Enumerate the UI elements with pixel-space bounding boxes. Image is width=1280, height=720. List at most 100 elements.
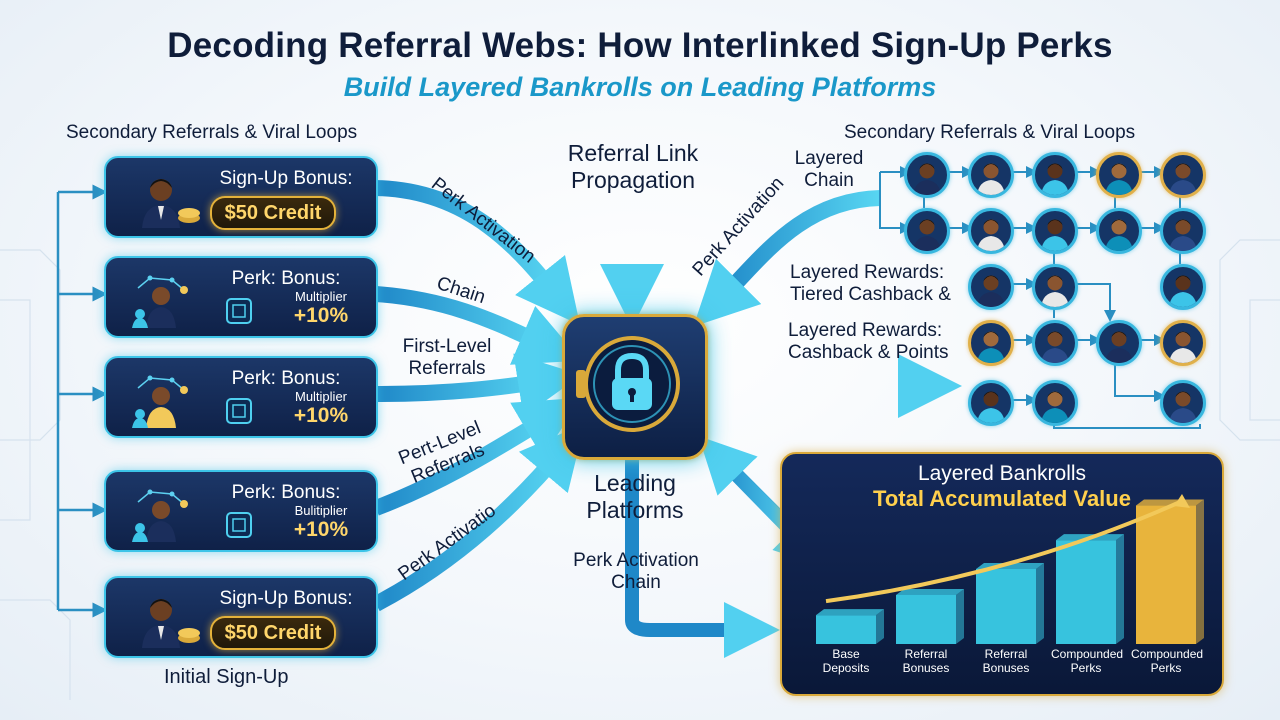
bar-side — [876, 609, 884, 644]
network-person-node — [1160, 380, 1206, 426]
multiplier-value: +10% — [293, 518, 349, 541]
connected-person-icon — [132, 375, 188, 428]
person-icon — [913, 219, 941, 251]
card-title: Perk: Bonus: — [231, 268, 341, 289]
person-icon — [1105, 331, 1133, 363]
layered-rewards-tiered-label: Layered Rewards: Tiered Cashback & — [790, 262, 951, 305]
secondary-referrals-left-label: Secondary Referrals & Viral Loops — [66, 122, 358, 143]
trend-line — [825, 500, 1181, 604]
chip-icon — [226, 512, 252, 538]
left-loop-connector — [56, 184, 108, 618]
person-icon — [977, 219, 1005, 251]
network-person-node — [904, 208, 950, 254]
network-connectors — [879, 166, 1201, 429]
network-person-node — [968, 320, 1014, 366]
page-subtitle: Build Layered Bankrolls on Leading Platf… — [343, 72, 937, 102]
trend-arrowhead — [1174, 494, 1190, 508]
network-person-node — [1032, 264, 1078, 310]
network-person-node — [1160, 264, 1206, 310]
person-icon — [1041, 163, 1069, 195]
layered-chain-label: Layered Chain — [794, 148, 864, 191]
bar-top — [816, 609, 884, 616]
network-person-node — [1032, 320, 1078, 366]
person-icon — [977, 275, 1005, 307]
person-icon — [977, 331, 1005, 363]
person-icon — [977, 391, 1005, 423]
card-title: Perk: Bonus: — [231, 368, 341, 389]
network-person-node — [968, 208, 1014, 254]
person-icon — [1041, 331, 1069, 363]
chart-bar — [896, 594, 956, 644]
perk-bonus-card-1: Perk: Bonus: Multiplier +10% — [104, 256, 378, 338]
category-label: Compounded Perks — [1051, 647, 1124, 675]
category-label: Base Deposits — [822, 647, 870, 675]
person-icon — [913, 163, 941, 195]
card-title: Perk: Bonus: — [231, 482, 341, 503]
bankroll-chart-panel: Layered Bankrolls Total Accumulated Valu… — [780, 452, 1224, 696]
person-icon — [1169, 163, 1197, 195]
perk-bonus-card-3: Perk: Bonus: Bulitiplier +10% — [104, 470, 378, 552]
connected-person-icon — [132, 275, 188, 328]
network-person-node — [1096, 152, 1142, 198]
initial-signup-label: Initial Sign-Up — [164, 666, 289, 688]
bar-chart — [816, 494, 1204, 644]
signup-bonus-card-bottom: Sign-Up Bonus: $50 Credit — [104, 576, 378, 658]
multiplier-value: +10% — [293, 304, 349, 327]
layered-rewards-points-label: Layered Rewards: Cashback & Points — [788, 320, 949, 363]
circuit-pattern — [0, 239, 1280, 700]
multiplier-label: Multiplier — [294, 289, 347, 304]
chart-subtitle: Total Accumulated Value — [873, 486, 1131, 511]
network-person-node — [1096, 320, 1142, 366]
chart-bar — [976, 569, 1036, 644]
coin-stack-icon — [178, 208, 200, 223]
bar-top — [896, 588, 964, 595]
signup-bonus-card-top: Sign-Up Bonus: $50 Credit — [104, 156, 378, 238]
connected-person-icon — [132, 489, 188, 542]
bottom-flow-arrow — [625, 460, 780, 658]
page-title: Decoding Referral Webs: How Interlinked … — [167, 26, 1113, 65]
person-icon — [1169, 219, 1197, 251]
network-person-node — [1032, 208, 1078, 254]
arrow-label-first-level: First-Level Referrals — [402, 336, 492, 379]
chart-bar — [1136, 505, 1196, 644]
network-person-node — [1096, 208, 1142, 254]
category-label: Referral Bonuses — [982, 647, 1030, 675]
person-icon — [1169, 275, 1197, 307]
platform-vault — [562, 314, 708, 460]
multiplier-label: Multiplier — [294, 389, 347, 404]
leading-platforms-label: Leading Platforms — [586, 470, 684, 523]
network-person-node — [1160, 320, 1206, 366]
referral-link-label: Referral Link Propagation — [567, 140, 699, 193]
network-person-node — [1160, 208, 1206, 254]
chip-icon — [226, 398, 252, 424]
person-avatar-icon — [142, 179, 180, 228]
lock-icon — [576, 336, 680, 432]
person-icon — [977, 163, 1005, 195]
chart-bar — [816, 615, 876, 644]
credit-value: $50 Credit — [210, 196, 336, 230]
multiplier-label: Bulitiplier — [294, 503, 348, 518]
network-person-node — [1032, 380, 1078, 426]
bar-side — [1036, 563, 1044, 644]
category-label: Referral Bonuses — [902, 647, 950, 675]
secondary-referrals-right-label: Secondary Referrals & Viral Loops — [844, 122, 1136, 143]
person-icon — [1105, 163, 1133, 195]
network-person-node — [1032, 152, 1078, 198]
card-to-vault-arrows — [372, 180, 585, 612]
bar-side — [1116, 534, 1124, 644]
card-title: Sign-Up Bonus: — [219, 168, 353, 189]
network-person-node — [968, 380, 1014, 426]
person-icon — [1041, 391, 1069, 423]
perk-activation-chain-label: Perk Activation Chain — [573, 550, 699, 593]
bar-side — [956, 588, 964, 644]
perk-bonus-card-2: Perk: Bonus: Multiplier +10% — [104, 356, 378, 438]
credit-value: $50 Credit — [210, 616, 336, 650]
bar-side — [1196, 499, 1204, 644]
chip-icon — [226, 298, 252, 324]
category-label: Compounded Perks — [1131, 647, 1204, 675]
card-title: Sign-Up Bonus: — [219, 588, 353, 609]
chart-title: Layered Bankrolls — [917, 462, 1087, 485]
person-icon — [1169, 331, 1197, 363]
chart-bar — [1056, 540, 1116, 644]
person-icon — [1105, 219, 1133, 251]
